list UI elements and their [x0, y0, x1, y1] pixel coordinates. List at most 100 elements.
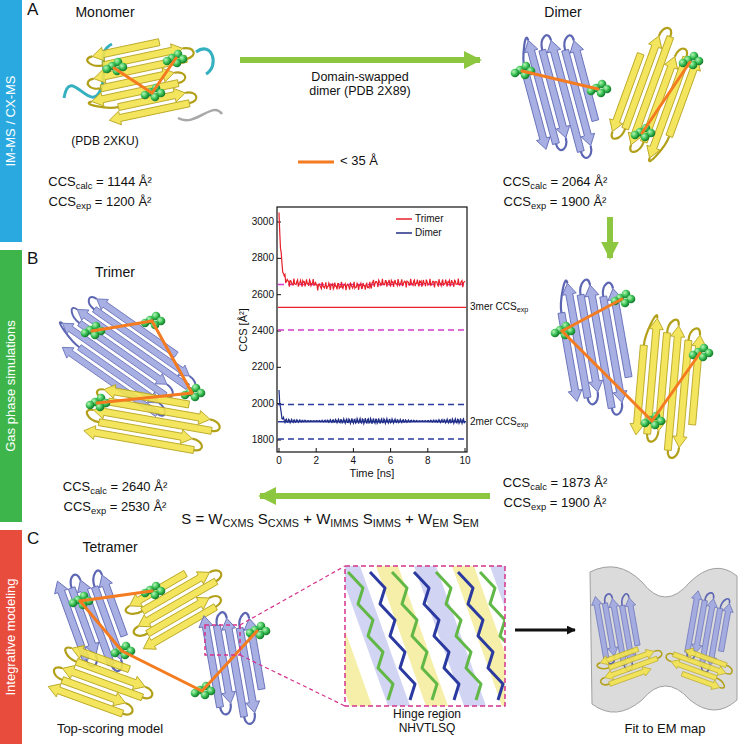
flow-arrow — [515, 629, 575, 632]
zoom-line — [240, 655, 345, 706]
tick-label: 2600 — [252, 289, 274, 301]
score-equation: S = WCXMS SCXMS + WIMMS SIMMS + WEM SEM — [181, 510, 479, 527]
crosslink-line — [152, 321, 192, 393]
flow-arrow — [607, 217, 613, 258]
panel-text: Dimer — [544, 4, 581, 20]
crosslink-line — [522, 71, 598, 89]
error-band-line — [278, 438, 466, 439]
panel-text: Tetramer — [82, 539, 137, 555]
beta-strand — [74, 304, 192, 392]
legend-line-sample — [298, 161, 334, 164]
panel-text: Monomer — [75, 4, 134, 20]
beta-strand — [682, 590, 703, 654]
subscript: CXMS — [222, 517, 253, 529]
panel-letter: A — [27, 0, 38, 20]
loop-coil — [122, 703, 135, 717]
subscript: EM — [463, 517, 479, 529]
legend-text: Trimer — [415, 213, 444, 225]
tick-label: 6 — [388, 455, 394, 467]
zoom-line — [240, 566, 345, 625]
structure-panel: Fit to EM map — [575, 560, 743, 744]
zoom-box — [205, 625, 240, 655]
stick-model — [458, 572, 503, 700]
beta-strand — [197, 614, 227, 708]
subscript: IMMS — [330, 517, 358, 529]
section-band: Integrative modeling — [0, 530, 22, 744]
arrow-label: Domain-swapped dimer (PDB 2X89) — [304, 70, 416, 99]
plot-frame — [277, 207, 467, 452]
tick — [353, 448, 354, 452]
em-density — [590, 567, 737, 712]
panel-text: CCScalc = 1873 Å² — [503, 476, 607, 491]
subscript: calc — [76, 181, 93, 191]
structure-panel: CCScalc = 1873 Å²CCSexp = 1900 Å² — [490, 258, 730, 520]
axis-title: CCS [Å²] — [237, 308, 250, 351]
legend-text: Dimer — [415, 227, 442, 239]
panel-text: CCScalc = 2064 Å² — [503, 175, 607, 190]
protein-domain — [661, 640, 736, 694]
legend-text: < 35 Å — [340, 154, 378, 169]
protein-domain — [627, 314, 708, 460]
protein-domain — [593, 637, 668, 691]
beta-strand — [83, 424, 195, 457]
legend-line-sample — [396, 218, 412, 220]
subscript: exp — [517, 306, 529, 315]
panel-text: CCSexp = 1200 Å² — [49, 195, 152, 210]
structure-panel: Monomer(PDB 2XKU)CCScalc = 1144 Å²CCSexp… — [40, 2, 240, 217]
beta-strand — [518, 68, 553, 152]
protein-domain — [510, 24, 611, 169]
panel-letter: C — [27, 529, 39, 549]
beta-strand — [46, 680, 125, 720]
trimer-trace — [279, 213, 465, 291]
panel-letter: B — [27, 249, 38, 269]
loop-coil — [141, 687, 154, 701]
atom-sphere — [81, 329, 90, 338]
tick-label: 2800 — [252, 253, 274, 265]
stick-model — [480, 572, 505, 700]
flow-arrow — [240, 57, 480, 63]
tick-label: 3000 — [252, 216, 274, 228]
section-label: Gas phase simulations — [4, 320, 19, 452]
subscript: CXMS — [268, 517, 299, 529]
panel-text: CCScalc = 1144 Å² — [48, 175, 151, 190]
crosslink-line — [562, 299, 622, 331]
subscript: calc — [90, 486, 107, 496]
panel-text: Top-scoring model — [57, 722, 163, 737]
coil — [196, 49, 213, 74]
flow-arrow — [260, 493, 490, 499]
structure-panel: DimerCCScalc = 2064 Å²CCSexp = 1900 Å² — [480, 2, 730, 217]
structure-panel: Hinge region NHVTLSQ — [340, 560, 515, 744]
subscript: EM — [432, 517, 448, 529]
ccs-chart — [277, 207, 467, 452]
crosslink-line — [122, 651, 202, 691]
beta-strand — [108, 96, 191, 127]
tick — [390, 448, 391, 452]
crosslink-line — [562, 331, 652, 421]
tick-label: 2400 — [252, 325, 274, 337]
atom-sphere — [511, 69, 520, 78]
tick-label: 1800 — [252, 434, 274, 446]
tick-label: 10 — [459, 455, 470, 467]
protein-domain — [46, 639, 161, 728]
stick-model — [436, 572, 481, 700]
panel-text: Hinge region NHVTLSQ — [377, 708, 477, 736]
tick-label: 2200 — [252, 362, 274, 374]
section-label: IM-MS / CX-MS — [4, 76, 19, 167]
beta-strand — [590, 596, 611, 660]
crosslink-line — [80, 601, 122, 651]
atom-sphere — [111, 649, 120, 658]
protein-domain — [82, 380, 224, 460]
atom-sphere — [163, 57, 172, 66]
axis-title: Time [ns] — [350, 467, 395, 480]
crosslink-line — [152, 58, 176, 93]
coil — [178, 110, 222, 120]
beta-strand — [663, 56, 704, 139]
crosslink-line — [92, 321, 152, 331]
tick-label: 2 — [313, 455, 319, 467]
crosslink-line — [642, 62, 690, 133]
residue-spheres — [679, 52, 704, 70]
tick-label: 4 — [351, 455, 357, 467]
beta-strand — [608, 664, 653, 688]
